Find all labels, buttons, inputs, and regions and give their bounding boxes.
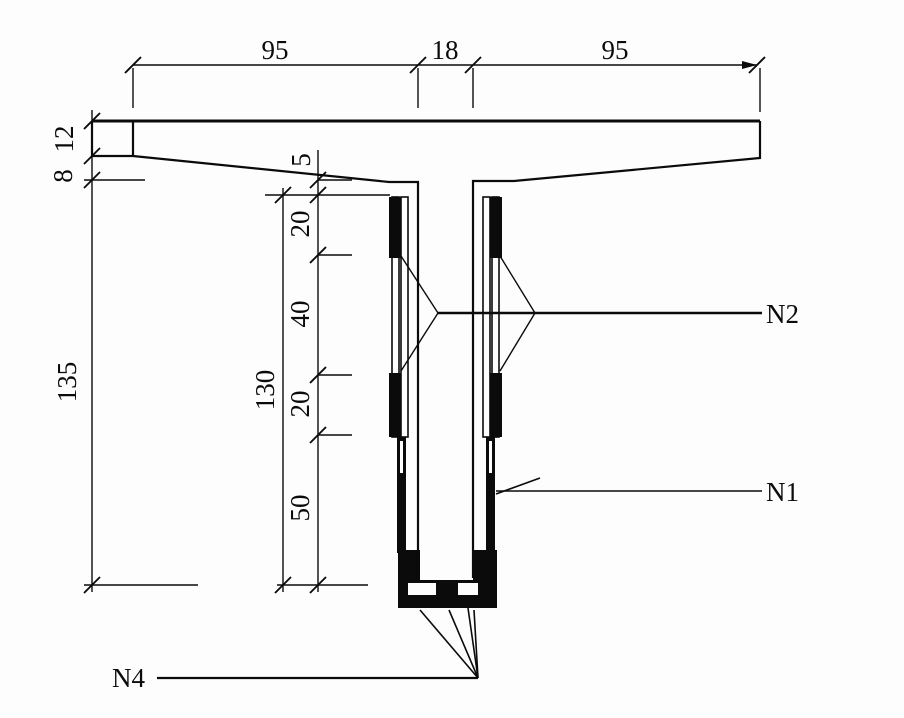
leader-n4: N4 <box>112 600 479 693</box>
label-n4: N4 <box>112 663 145 693</box>
lap-splice-bottom-right <box>490 373 502 437</box>
dim-12: 12 <box>49 126 79 153</box>
label-n1: N1 <box>766 477 799 507</box>
dim-tick <box>309 246 327 264</box>
dim-20-bottom: 20 <box>285 391 315 418</box>
dim-95-left: 95 <box>262 35 289 65</box>
dim-tick <box>464 56 482 74</box>
dim-135: 135 <box>52 362 82 403</box>
dim-tick <box>309 576 327 594</box>
dim-tick <box>274 186 292 204</box>
dim-8: 8 <box>48 169 78 183</box>
overall-130-dimension: 130 <box>250 186 390 594</box>
dim-95-right: 95 <box>602 35 629 65</box>
dim-130: 130 <box>250 370 280 411</box>
dim-tick <box>309 366 327 384</box>
flange-right-and-web <box>471 121 762 578</box>
lap-splice-bottom-left <box>389 373 401 437</box>
lap-splice-top-right <box>490 197 502 258</box>
beam-outline <box>90 119 762 578</box>
rebar-n2-right <box>482 196 502 553</box>
dim-tick <box>309 186 327 204</box>
dim-tick <box>309 426 327 444</box>
bulb-cavity <box>420 550 473 580</box>
dim-tick <box>83 171 101 189</box>
left-dimension: 12 8 135 <box>48 110 198 594</box>
dim-20-top: 20 <box>285 211 315 238</box>
dim-tick <box>274 576 292 594</box>
dim-tick <box>83 576 101 594</box>
dim-arrowhead <box>742 61 757 69</box>
bulb-slot-left <box>408 583 436 595</box>
top-dimension: 95 18 95 <box>124 35 766 112</box>
flange-left-and-web <box>90 121 420 578</box>
leader-n2: N2 <box>400 255 799 372</box>
leader-n1: N1 <box>495 477 799 507</box>
dim-40: 40 <box>285 301 315 328</box>
bottom-bulb <box>398 550 497 608</box>
dim-18-web: 18 <box>432 35 459 65</box>
lap-splice-top-left <box>389 197 401 258</box>
label-n2: N2 <box>766 299 799 329</box>
bulb-slot-right <box>458 583 478 595</box>
rebar-n2-left <box>389 196 409 553</box>
dim-tick <box>124 56 142 74</box>
n1-arrow-slash <box>495 477 541 495</box>
height-chain-dimension: 5 20 40 20 50 <box>285 150 352 594</box>
dim-50: 50 <box>285 495 315 522</box>
dim-tick <box>409 56 427 74</box>
dim-5: 5 <box>286 153 316 167</box>
